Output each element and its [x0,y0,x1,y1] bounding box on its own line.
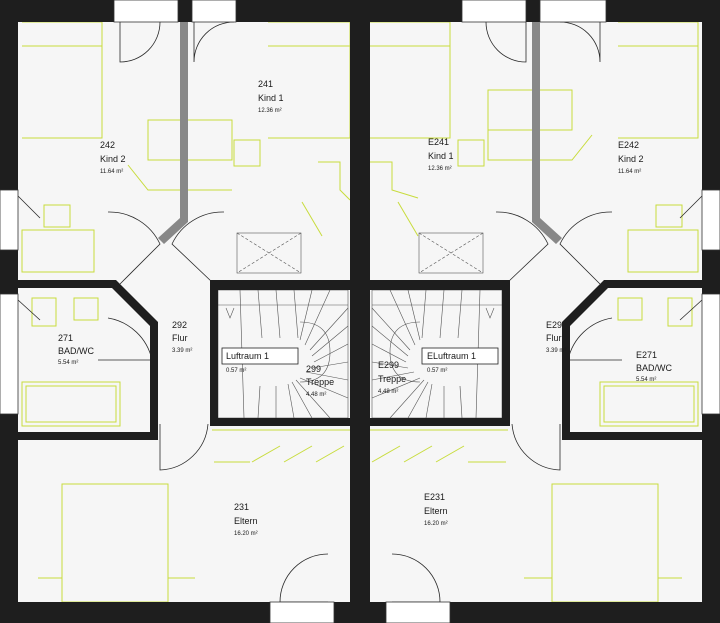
room-code-eltern-left: 231 [234,502,249,512]
room-name-treppe-left: Treppe [306,377,334,387]
door-kind2-right [559,211,613,285]
sink-right-2 [667,297,693,327]
room-labels: 241 Kind 1 12.36 m² 242 Kind 2 11.64 m² … [58,79,673,537]
door-kind1-right-balcony [485,21,527,63]
door-eltern-left-balcony [279,553,329,603]
void-label-box-left [221,347,299,365]
void-name-right: ELuftraum 1 [427,351,476,361]
room-code-eltern-right: E231 [424,492,445,502]
void-box-right [418,232,484,274]
door-kind1-left [171,211,225,283]
room-name-eltern-left: Eltern [234,516,258,526]
room-area-treppe-right: 4.48 m² [378,389,398,395]
room-code-kind2-right: E242 [618,140,639,150]
room-area-bad-left: 5.54 m² [58,360,78,366]
desk-left [147,119,233,161]
room-code-flur-left: 292 [172,320,187,330]
void-label-box-right [421,347,499,365]
room-area-treppe-left: 4.48 m² [306,392,326,398]
room-area-bad-right: 5.54 m² [636,377,656,383]
door-eltern-right [511,423,561,471]
room-area-kind1-right: 12.36 m² [428,166,452,172]
void-area-left: 0.57 m² [226,368,246,374]
room-name-bad-right: BAD/WC [636,363,673,373]
bathtub-right [599,381,699,427]
room-code-kind1-right: E241 [428,137,449,147]
room-code-treppe-right: E299 [378,360,399,370]
room-area-kind2-right: 11.64 m² [618,169,641,175]
door-kind1-right [495,211,549,283]
room-name-kind1-left: Kind 1 [258,93,284,103]
room-name-kind1-right: Kind 1 [428,151,454,161]
door-eltern-left [159,423,209,471]
room-area-kind1-left: 12.36 m² [258,108,282,114]
stairs-layer [217,232,503,419]
room-code-kind1-left: 241 [258,79,273,89]
room-code-kind2-left: 242 [100,140,115,150]
door-kind2-right-balcony [559,21,601,63]
room-name-flur-left: Flur [172,333,188,343]
room-name-kind2-right: Kind 2 [618,154,644,164]
room-code-bad-left: 271 [58,333,73,343]
room-area-eltern-left: 16.20 m² [234,531,258,537]
room-name-kind2-left: Kind 2 [100,154,126,164]
void-box-left [236,232,302,274]
room-name-treppe-right: Treppe [378,374,406,384]
bathtub-left [21,381,121,427]
desk-kind2-left [21,229,95,273]
room-code-bad-right: E271 [636,350,657,360]
door-kind2-left-balcony [119,21,161,63]
stair-left-treads [218,289,349,419]
room-area-kind2-left: 11.64 m² [100,169,123,175]
furniture-layer [21,21,699,603]
door-kind2-left [107,211,161,285]
room-area-flur-right: 3.39 m² [546,348,566,354]
room-name-flur-right: Flur [546,333,562,343]
sink-left-1 [31,297,57,327]
room-name-eltern-right: Eltern [424,506,448,516]
door-kind1-left-balcony [193,21,235,63]
room-code-treppe-left: 299 [306,364,321,374]
room-area-flur-left: 3.39 m² [172,348,192,354]
sink-right-1 [617,297,643,321]
room-name-bad-left: BAD/WC [58,346,95,356]
sink-left-2 [73,297,99,321]
room-area-eltern-right: 16.20 m² [424,521,448,527]
desk-kind2-right [627,229,699,273]
desk-right [487,89,573,131]
room-code-flur-right: E29 [546,320,562,330]
void-area-right: 0.57 m² [427,368,447,374]
void-name-left: Luftraum 1 [226,351,269,361]
door-eltern-right-balcony [391,553,441,603]
